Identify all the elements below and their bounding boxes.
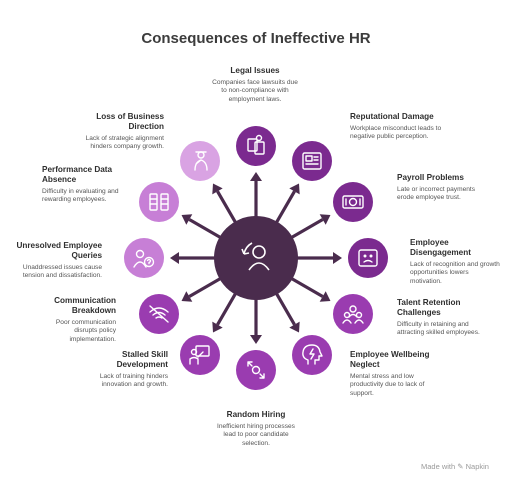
item-description: Unaddressed issues cause tension and dis… [22,264,102,280]
newspaper-icon [302,152,322,170]
arrow-shaft [216,190,238,225]
person-question-icon [133,249,155,268]
item-description: Companies face lawsuits due to non-compl… [212,79,298,103]
node-payroll-problems [332,182,373,222]
node-stalled-skill-development [180,334,220,375]
label-wellbeing-neglect: Employee Wellbeing Neglect Mental stress… [350,350,446,398]
arrow-head [289,183,300,195]
node-loss-of-business-direction [180,141,220,182]
item-title: Legal Issues [230,66,280,75]
item-description: Lack of strategic alignment hinders comp… [85,135,164,151]
training-board-icon [189,345,210,365]
label-loss-of-direction: Loss of Business Direction Lack of strat… [84,112,164,152]
node-circle [124,238,164,278]
item-title: Payroll Problems [397,173,464,182]
item-description: Lack of training hinders innovation and … [99,373,168,389]
broken-wifi-icon [149,305,169,323]
head-lightning-icon [302,344,323,365]
item-description: Mental stress and low productivity due t… [350,373,425,397]
lost-person-icon [194,151,208,171]
item-description: Poor communication disrupts policy imple… [55,319,116,343]
arrow-shaft [216,291,238,326]
node-employee-disengagement [348,238,388,278]
item-title: Reputational Damage [350,112,434,121]
item-description: Workplace misconduct leads to negative p… [350,125,442,141]
item-title: Loss of Business Direction [96,112,164,131]
item-title: Talent Retention Challenges [397,298,461,317]
item-description: Difficulty in retaining and attracting s… [397,321,480,337]
arrow-head [333,252,342,264]
arrow-head [212,321,223,333]
hiring-arrows-icon [247,361,265,379]
legal-documents-icon [247,134,265,155]
node-circle [236,126,276,166]
money-icon [342,195,364,209]
label-communication-breakdown: Communication Breakdown Poor communicati… [40,296,116,344]
item-title: Employee Wellbeing Neglect [350,350,430,369]
arrow-head [319,291,331,302]
item-title: Random Hiring [226,410,286,419]
arrow-head [250,172,262,181]
label-legal-issues: Legal Issues Companies face lawsuits due… [212,66,298,104]
arrow-head [319,214,331,225]
label-stalled-skill-development: Stalled Skill Development Lack of traini… [88,350,168,390]
arrow-head [250,335,262,344]
item-description: Late or incorrect payments erode employe… [397,186,476,202]
node-circle [236,350,276,390]
label-talent-retention: Talent Retention Challenges Difficulty i… [397,298,489,338]
node-circle [139,182,180,222]
label-random-hiring: Random Hiring Inefficient hiring process… [212,410,300,448]
item-description: Lack of recognition and growth opportuni… [410,261,500,285]
arrow-shaft [274,291,296,326]
napkin-watermark: Made with ✎ Napkin [421,462,489,471]
label-unresolved-queries: Unresolved Employee Queries Unaddressed … [12,241,102,281]
item-title: Unresolved Employee Queries [16,241,102,260]
node-legal-issues [236,126,276,166]
node-communication-breakdown [139,294,180,334]
node-reputational-damage [292,141,332,182]
arrow-shaft [289,276,324,298]
node-circle [332,182,373,222]
node-employee-wellbeing-neglect [292,334,332,375]
item-title: Communication Breakdown [54,296,116,315]
node-circle [348,238,388,278]
arrow-head [181,214,193,225]
arrow-shaft [188,218,223,240]
label-reputational-damage: Reputational Damage Workplace misconduct… [350,112,450,142]
item-description: Difficulty in evaluating and rewarding e… [42,188,119,204]
sad-face-icon [358,249,378,267]
team-icon [342,305,364,324]
item-title: Performance Data Absence [42,165,113,184]
arrow-shaft [188,276,223,298]
node-random-hiring [236,350,276,390]
arrow-shaft [274,190,296,225]
page-title: Consequences of Ineffective HR [141,30,371,47]
node-performance-data-absence [139,182,180,222]
item-description: Inefficient hiring processes lead to poo… [217,423,295,447]
arrow-head [289,321,300,333]
data-grid-icon [149,193,169,211]
label-payroll-problems: Payroll Problems Late or incorrect payme… [397,173,483,203]
node-unresolved-employee-queries [124,238,164,278]
person-cycle-icon [241,242,270,271]
node-circle [292,334,332,375]
label-performance-data-absence: Performance Data Absence Difficulty in e… [42,165,120,205]
arrow-head [212,183,223,195]
arrow-head [170,252,179,264]
arrow-shaft [289,218,324,240]
item-title: Employee Disengagement [410,238,471,257]
node-talent-retention-challenges [332,294,373,334]
arrow-head [181,291,193,302]
item-title: Stalled Skill Development [116,350,168,369]
label-employee-disengagement: Employee Disengagement Lack of recogniti… [410,238,500,286]
